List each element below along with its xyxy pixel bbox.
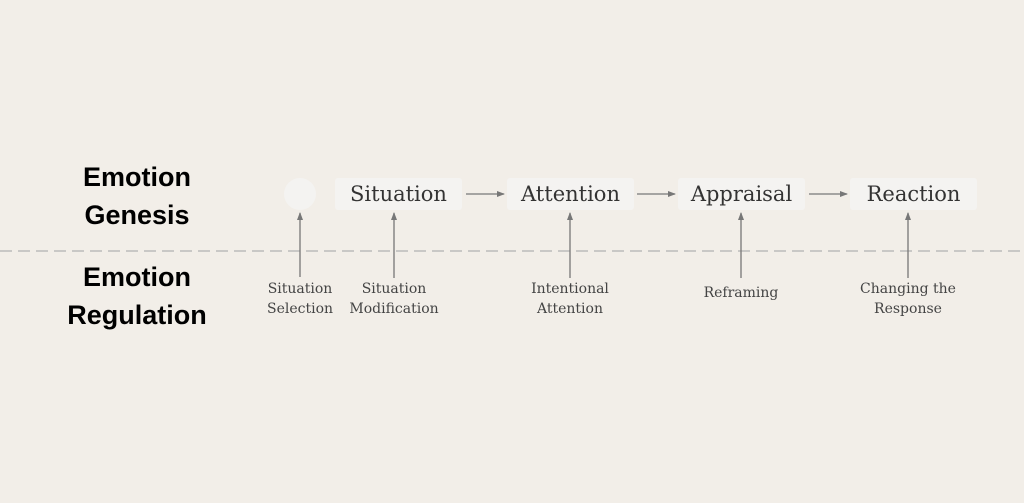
- stage-situation: Situation: [335, 178, 462, 210]
- heading-line: Regulation: [67, 300, 207, 330]
- label-line: Changing the: [860, 281, 956, 297]
- emotion-genesis-heading: Emotion Genesis: [37, 158, 237, 234]
- label-line: Selection: [266, 301, 334, 317]
- strategy-changing-response: Changing the Response: [838, 279, 978, 319]
- situation-selection-node: [284, 178, 316, 210]
- label-line: Situation: [361, 281, 427, 297]
- stage-reaction: Reaction: [850, 178, 977, 210]
- stage-appraisal: Appraisal: [678, 178, 805, 210]
- heading-line: Genesis: [84, 200, 190, 230]
- label-line: Intentional: [531, 281, 609, 297]
- strategy-situation-modification: Situation Modification: [324, 279, 464, 319]
- stage-attention: Attention: [507, 178, 634, 210]
- heading-line: Emotion: [83, 162, 191, 192]
- strategy-intentional-attention: Intentional Attention: [500, 279, 640, 319]
- label-line: Response: [874, 301, 942, 317]
- label-line: Modification: [349, 301, 439, 317]
- label-line: Situation: [267, 281, 333, 297]
- label-line: Reframing: [703, 285, 779, 301]
- label-line: Attention: [537, 301, 603, 317]
- strategy-reframing: Reframing: [671, 283, 811, 303]
- heading-line: Emotion: [83, 262, 191, 292]
- strategy-situation-selection: Situation Selection: [230, 279, 370, 319]
- emotion-regulation-heading: Emotion Regulation: [37, 258, 237, 334]
